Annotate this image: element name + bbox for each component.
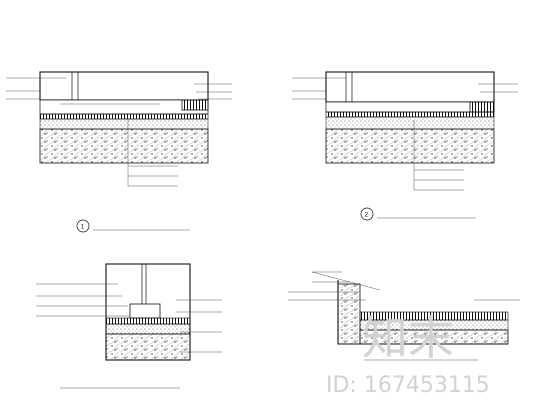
detail-1-tile-band <box>39 113 209 120</box>
detail-1-marker-number: 1 <box>81 224 85 231</box>
detail-1: 1 <box>6 71 232 233</box>
detail-2-marker <box>360 207 374 221</box>
detail-3-fixture <box>129 303 161 319</box>
detail-4 <box>288 271 520 361</box>
detail-3-tile-band <box>105 317 191 325</box>
detail-2-marker-number: 2 <box>365 212 369 219</box>
detail-1-marker <box>76 219 90 233</box>
detail-3-screed <box>105 323 191 335</box>
detail-2-slab <box>325 128 495 164</box>
detail-1-threshold <box>181 99 209 111</box>
detail-2-stone-layer <box>325 101 495 113</box>
detail-4-wall-core <box>337 283 361 345</box>
watermark-id: ID: 167453115 <box>326 373 490 398</box>
detail-2-tile-band <box>325 111 495 118</box>
detail-1-slab <box>39 128 209 164</box>
detail-2: 2 <box>292 71 518 221</box>
detail-1-wall <box>39 71 209 101</box>
detail-2-screed <box>325 116 495 130</box>
detail-1-screed <box>39 118 209 130</box>
watermark-logo: 知末 <box>362 311 454 365</box>
detail-2-threshold <box>469 101 495 113</box>
detail-4-base <box>359 329 509 345</box>
detail-3-slab <box>105 333 191 361</box>
detail-2-wall <box>325 71 495 103</box>
detail-3 <box>36 263 222 389</box>
